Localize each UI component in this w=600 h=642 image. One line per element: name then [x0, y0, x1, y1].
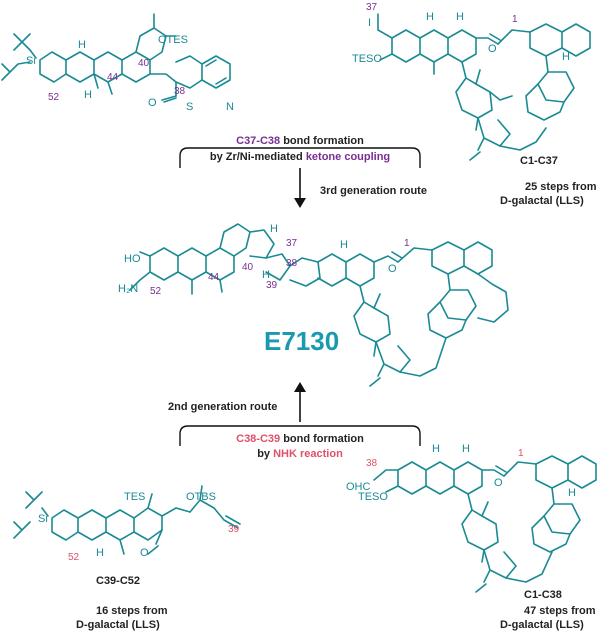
third-gen-step: C37-C38 bond formation by Zr/Ni-mediated… [179, 135, 427, 208]
amine-label: H₂N [118, 283, 138, 295]
carbon-number-52: 52 [68, 552, 80, 563]
steps-line1: 16 steps from [96, 605, 168, 617]
steps-line2: D-galactal (LLS) [76, 619, 160, 631]
third-gen-route-label: 3rd generation route [320, 185, 427, 197]
steps-line2: D-galactal (LLS) [500, 619, 584, 631]
bottom-left-fragment: Si TES OTBS O H 52 39 C39-C52 16 steps f… [13, 485, 241, 631]
fragment-label: C1-C38 [524, 589, 562, 601]
carbon-number-39: 39 [266, 280, 278, 291]
hydrogen-label: H [270, 223, 278, 235]
silicon-atom: Si [38, 513, 48, 525]
hydrogen-label: H [84, 89, 92, 101]
hydrogen-label: H [262, 269, 270, 281]
carbon-number-44: 44 [208, 272, 220, 283]
bottom-right-fragment: OHC TESO O H H H 38 1 C1-C38 47 steps fr… [346, 443, 597, 631]
carbon-number-39: 39 [228, 524, 240, 535]
ester-oxygen: O [494, 477, 503, 489]
hydrogen-label: H [432, 443, 440, 455]
hydrogen-label: H [96, 547, 104, 559]
otbs-label: OTBS [186, 491, 216, 503]
bond-formation-line1: C38-C39 bond formation [236, 433, 364, 445]
iodine-atom: I [368, 17, 371, 29]
silicon-atom: Si [26, 55, 36, 67]
teso-label: TESO [352, 53, 382, 65]
ester-oxygen: O [488, 43, 497, 55]
hydrogen-label: H [568, 487, 576, 499]
carbon-number-37: 37 [286, 238, 298, 249]
bond-formation-line2: by NHK reaction [257, 448, 343, 460]
ester-oxygen: O [388, 263, 397, 275]
carbon-number-44: 44 [107, 72, 119, 83]
carbonyl-oxygen: O [148, 97, 157, 109]
steps-line1: 25 steps from [525, 181, 597, 193]
ketone-oxygen: O [140, 547, 149, 559]
second-gen-step: 2nd generation route C38-C39 bond format… [168, 382, 421, 460]
steps-line2: D-galactal (LLS) [500, 195, 584, 207]
carbon-number-52: 52 [150, 286, 162, 297]
fragment-label: C39-C52 [96, 575, 140, 587]
hydrogen-label: H [562, 51, 570, 63]
bond-formation-line2: by Zr/Ni-mediated ketone coupling [210, 151, 390, 163]
second-gen-route-label: 2nd generation route [168, 401, 277, 413]
hydrogen-label: H [462, 443, 470, 455]
product-name: E7130 [264, 326, 339, 356]
hydrogen-label: H [340, 239, 348, 251]
carbon-number-38: 38 [286, 258, 298, 269]
top-left-fragment: Si OTES O S N H H 52 44 40 38 [1, 13, 234, 113]
carbon-number-38: 38 [174, 86, 186, 97]
hydrogen-label: H [426, 11, 434, 23]
hydrogen-label: H [456, 11, 464, 23]
tes-label: TES [124, 491, 145, 503]
hydrogen-label: H [78, 39, 86, 51]
fragment-label: C1-C37 [520, 155, 558, 167]
carbon-number-1: 1 [512, 14, 518, 25]
bond-formation-line1: C37-C38 bond formation [236, 135, 364, 147]
carbon-number-40: 40 [138, 58, 150, 69]
top-right-fragment: I TESO O H H H 37 1 C1-C37 25 steps from… [352, 2, 597, 207]
steps-line1: 47 steps from [524, 605, 596, 617]
nitrogen-atom: N [226, 101, 234, 113]
teso-label: TESO [358, 491, 388, 503]
hydroxyl-label: HO [124, 253, 141, 265]
carbon-number-1: 1 [518, 448, 524, 459]
carbon-number-52: 52 [48, 92, 60, 103]
carbon-number-1: 1 [404, 238, 410, 249]
sulfur-atom: S [186, 101, 193, 113]
e7130-structure: HO H₂N H H H O 52 44 40 39 38 37 1 E7130 [118, 223, 509, 387]
aldehyde-label: OHC [346, 481, 371, 493]
carbon-number-37: 37 [366, 2, 378, 13]
otes-label: OTES [158, 34, 188, 46]
carbon-number-38: 38 [366, 458, 378, 469]
carbon-number-40: 40 [242, 262, 254, 273]
